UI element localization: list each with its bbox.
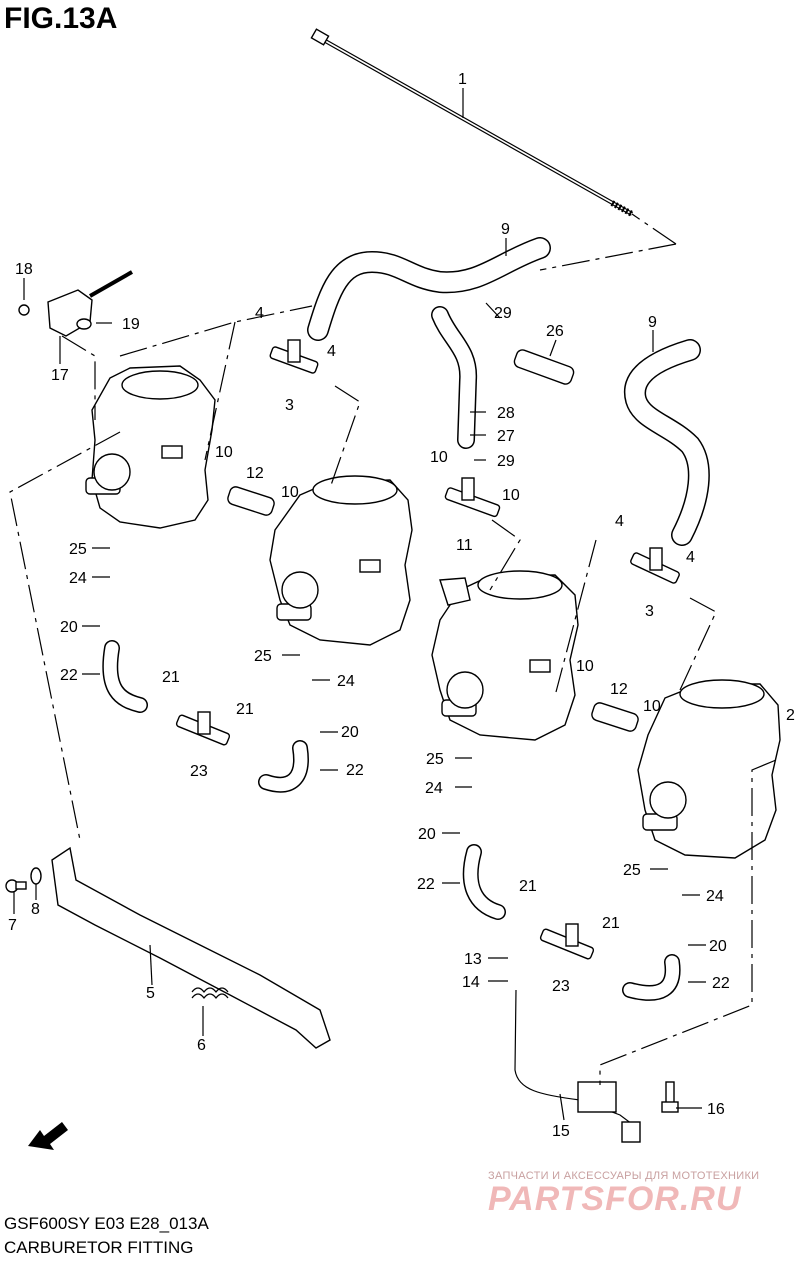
part-screw[interactable]	[5, 879, 27, 893]
callout-17: 17	[51, 367, 69, 384]
part-t-joint-23b[interactable]	[539, 923, 595, 960]
part-elbow-hose-2[interactable]	[258, 740, 309, 793]
callout-10b: 10	[281, 484, 299, 501]
callout-labels: 1 2 3 3 4 4 4 4 5 6 7 8 9 9 10 10 10 10 …	[8, 71, 795, 1140]
callout-1: 1	[458, 71, 467, 88]
part-t-joint-23a[interactable]	[175, 711, 231, 746]
part-filter-12a[interactable]	[226, 485, 275, 516]
callout-15: 15	[552, 1123, 570, 1140]
callout-19: 19	[122, 316, 140, 333]
assembly-lines	[9, 213, 777, 1085]
part-bracket[interactable]	[51, 846, 331, 1049]
callout-6: 6	[197, 1037, 206, 1054]
part-rod[interactable]	[310, 28, 634, 217]
callout-10e: 10	[576, 658, 594, 675]
callout-25b: 25	[254, 648, 272, 665]
callout-25a: 25	[69, 541, 87, 558]
callout-10c: 10	[430, 449, 448, 466]
callout-5: 5	[146, 985, 155, 1002]
callout-3b: 3	[645, 603, 654, 620]
callout-8: 8	[31, 901, 40, 918]
part-spring[interactable]	[191, 987, 229, 999]
callout-21d: 21	[602, 915, 620, 932]
callout-23b: 23	[552, 978, 570, 995]
watermark-tagline: ЗАПЧАСТИ И АКСЕССУАРЫ ДЛЯ МОТОТЕХНИКИ	[488, 1170, 760, 1182]
callout-11: 11	[456, 537, 473, 554]
callout-22b: 22	[346, 762, 364, 779]
callout-14: 14	[462, 974, 480, 991]
part-hose-top[interactable]	[307, 237, 551, 341]
callout-10d: 10	[502, 487, 520, 504]
callout-24b: 24	[337, 673, 355, 690]
callout-25d: 25	[623, 862, 641, 879]
part-filter-12b[interactable]	[590, 701, 639, 732]
callout-29b: 29	[497, 453, 515, 470]
figure-name: CARBURETOR FITTING	[4, 1238, 194, 1257]
callout-9b: 9	[648, 314, 657, 331]
callout-26: 26	[546, 323, 564, 340]
callout-12a: 12	[246, 465, 264, 482]
callout-10f: 10	[643, 698, 661, 715]
callout-24c: 24	[425, 780, 443, 797]
part-elbow-hose-3[interactable]	[462, 844, 506, 920]
callout-20d: 20	[709, 938, 727, 955]
part-elbow-hose-1[interactable]	[102, 640, 148, 713]
figure-title: FIG.13A	[4, 2, 118, 35]
callout-29a: 29	[494, 305, 512, 322]
callout-24d: 24	[706, 888, 724, 905]
callout-10a: 10	[215, 444, 233, 461]
callout-13: 13	[464, 951, 482, 968]
callout-4a: 4	[255, 305, 264, 322]
callout-20a: 20	[60, 619, 78, 636]
callout-20c: 20	[418, 826, 436, 843]
callout-21a: 21	[162, 669, 180, 686]
callout-25c: 25	[426, 751, 444, 768]
part-t-joint-3b[interactable]	[630, 547, 680, 584]
callout-27: 27	[497, 428, 515, 445]
callout-24a: 24	[69, 570, 87, 587]
callout-2: 2	[786, 707, 795, 724]
callout-22a: 22	[60, 667, 78, 684]
callout-22d: 22	[712, 975, 730, 992]
part-t-joint-11[interactable]	[444, 477, 501, 518]
callout-7: 7	[8, 917, 17, 934]
leader-lines	[13, 88, 706, 1121]
part-t-joint-3a[interactable]	[269, 339, 319, 374]
part-bolt-16[interactable]	[661, 1081, 679, 1113]
fwd-arrow-icon	[28, 1122, 68, 1150]
callout-22c: 22	[417, 876, 435, 893]
callout-12b: 12	[610, 681, 628, 698]
callout-20b: 20	[341, 724, 359, 741]
part-washer[interactable]	[30, 867, 42, 885]
part-hose-right[interactable]	[624, 339, 710, 546]
part-valve[interactable]	[513, 348, 576, 385]
callout-21b: 21	[236, 701, 254, 718]
callout-4d: 4	[686, 549, 695, 566]
part-cable[interactable]	[514, 989, 641, 1143]
watermark-logo: PARTSFOR.RU	[488, 1180, 742, 1218]
callout-18: 18	[15, 261, 33, 278]
carburetor-1[interactable]	[85, 365, 216, 529]
callout-9a: 9	[501, 221, 510, 238]
callout-4c: 4	[615, 513, 624, 530]
part-sensor[interactable]	[18, 270, 133, 337]
carburetor-3[interactable]	[431, 570, 579, 741]
part-vent-hose[interactable]	[431, 306, 478, 449]
callout-16: 16	[707, 1101, 725, 1118]
carburetor-4[interactable]	[637, 679, 781, 859]
callout-4b: 4	[327, 343, 336, 360]
figure-code: GSF600SY E03 E28_013A	[4, 1214, 209, 1233]
callout-23a: 23	[190, 763, 208, 780]
callout-28: 28	[497, 405, 515, 422]
callout-21c: 21	[519, 878, 537, 895]
callout-3a: 3	[285, 397, 294, 414]
part-elbow-hose-4[interactable]	[622, 954, 681, 1001]
carburetor-2[interactable]	[269, 475, 413, 646]
